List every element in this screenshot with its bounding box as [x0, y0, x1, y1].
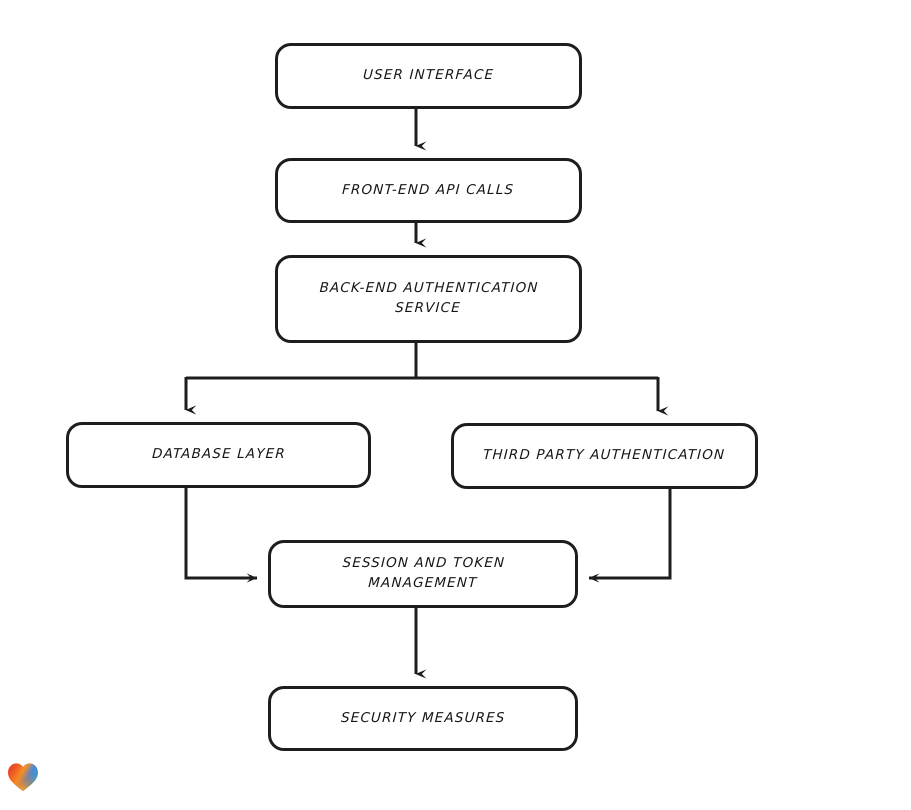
- heart-icon: [8, 763, 38, 791]
- node-user-interface-label: User Interface: [362, 67, 495, 84]
- node-third-party-authentication-label: Third Party Authentication: [483, 447, 727, 464]
- edge-database-layer-to-session-token: [184, 488, 258, 583]
- node-session-and-token-management[interactable]: Session and Token Management: [268, 540, 578, 608]
- node-security-measures-label: Security Measures: [340, 709, 506, 726]
- edge-backend-auth-branch: [184, 343, 669, 416]
- node-frontend-api-calls-label: Front-End API Calls: [342, 181, 516, 198]
- edge-third-party-auth-to-session-token: [588, 489, 672, 583]
- node-session-and-token-management-label: Session and Token Management: [341, 555, 506, 591]
- node-frontend-api-calls[interactable]: Front-End API Calls: [275, 158, 582, 223]
- node-database-layer[interactable]: Database Layer: [66, 422, 371, 488]
- node-user-interface[interactable]: User Interface: [275, 43, 582, 109]
- node-backend-authentication-service-label: Back-End Authentication Service: [319, 280, 540, 316]
- node-security-measures[interactable]: Security Measures: [268, 686, 578, 751]
- node-backend-authentication-service[interactable]: Back-End Authentication Service: [275, 255, 582, 343]
- node-third-party-authentication[interactable]: Third Party Authentication: [451, 423, 758, 489]
- node-database-layer-label: Database Layer: [151, 446, 286, 463]
